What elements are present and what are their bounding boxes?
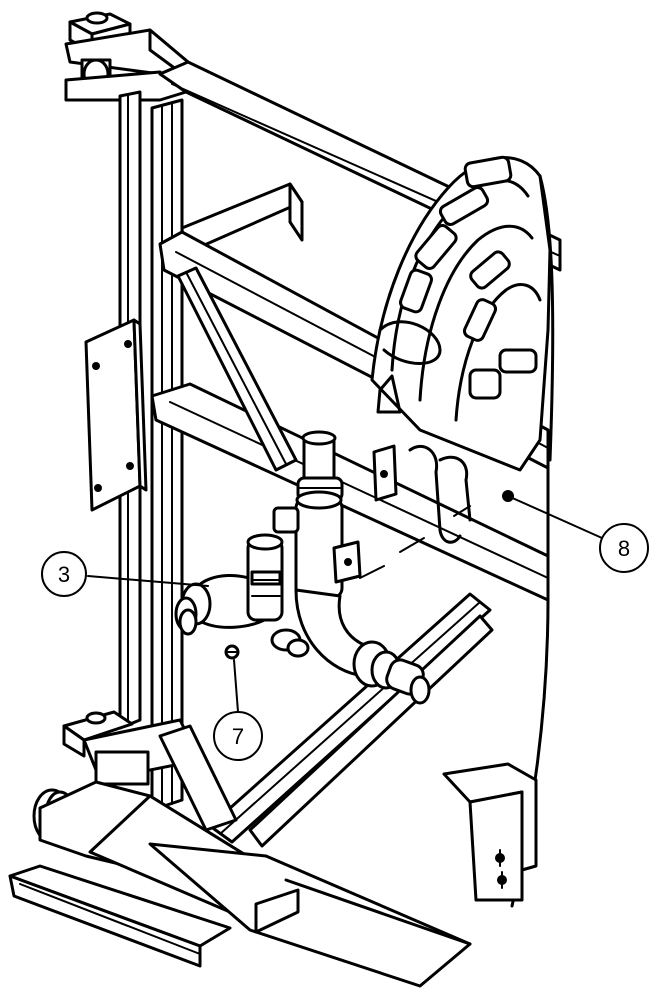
lower-mount-block xyxy=(62,710,202,786)
valve-assembly xyxy=(174,430,431,705)
cable-drag-chain xyxy=(370,155,552,472)
right-shell-panel xyxy=(442,174,555,908)
callout-circle-7 xyxy=(213,711,263,761)
outlet-right xyxy=(352,640,431,705)
callout-circle-8 xyxy=(599,523,649,573)
leader-line-7 xyxy=(233,659,239,713)
callout-circle-3 xyxy=(41,551,87,597)
chain-link-marks xyxy=(376,155,538,414)
callout-7: 7 xyxy=(213,659,263,761)
left-fitting xyxy=(174,533,310,658)
diagonal-truss xyxy=(176,266,298,472)
callout-label-3: 3 xyxy=(58,562,70,587)
callout-label-8: 8 xyxy=(618,536,630,561)
callout-3: 3 xyxy=(41,551,209,597)
leader-line-8 xyxy=(507,495,603,539)
beam-brackets xyxy=(372,444,472,544)
beam-tick-marks xyxy=(359,505,471,579)
small-screw xyxy=(224,644,240,660)
leader-line-3 xyxy=(87,575,209,587)
callout-label-7: 7 xyxy=(232,724,244,749)
left-mount-plate xyxy=(84,318,148,512)
upper-brace xyxy=(180,182,304,256)
base-frame xyxy=(8,724,472,988)
callout-8: 8 xyxy=(502,490,649,573)
top-mount-block xyxy=(64,11,190,102)
